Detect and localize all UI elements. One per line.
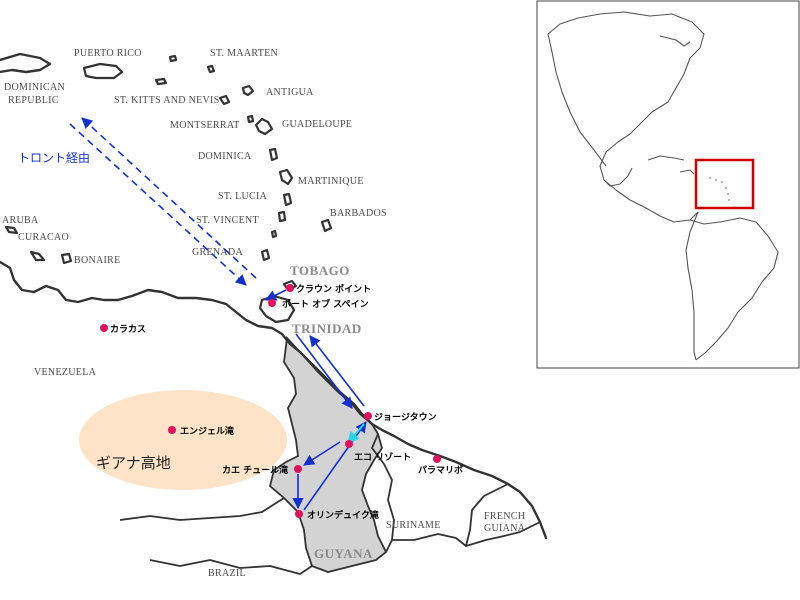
label-paramaribo: パラマリボ (418, 464, 463, 476)
small-isle-2 (168, 54, 178, 63)
inset-map-frame (536, 0, 800, 369)
toronto-route-line-2 (81, 117, 257, 279)
label-aruba: ARUBA (2, 215, 39, 226)
eco-resort-marker (345, 440, 353, 448)
border-guyana-suriname (371, 433, 395, 553)
label-puerto-rico: PUERTO RICO (74, 48, 142, 59)
angel-falls-marker (168, 426, 176, 434)
border-suriname-french-guiana (465, 483, 509, 547)
label-st-maarten: ST. MAARTEN (210, 48, 278, 59)
americas-outline (547, 11, 779, 361)
label-curacao: CURACAO (18, 232, 69, 243)
label-toronto-route: トロント経由 (18, 151, 90, 165)
border-lower-brazil (149, 559, 313, 575)
route-eco-to-kaieteur (303, 441, 341, 466)
martinique-island (278, 168, 294, 186)
toronto-route-line-1 (69, 123, 247, 286)
label-port-of-spain: ポート オブ スペイン (282, 298, 369, 310)
antigua-island (241, 84, 255, 97)
label-georgetown: ジョージタウン (374, 411, 437, 423)
label-guadeloupe: GUADELOUPE (282, 119, 352, 130)
puerto-rico-island (82, 62, 124, 80)
aruba-island (4, 225, 19, 235)
label-tobago: TOBAGO (290, 263, 350, 278)
montserrat-island (246, 114, 255, 124)
label-french-guiana-1: FRENCH (484, 511, 525, 522)
label-suriname: SURINAME (386, 520, 441, 531)
route-georgetown-to-pos (309, 335, 365, 407)
port-of-spain-marker (268, 299, 276, 307)
bonaire-island (60, 252, 73, 265)
route-tobago-to-pos (264, 289, 287, 301)
grenada-island (260, 248, 271, 262)
caracas-marker (100, 324, 108, 332)
label-caracas: カラカス (110, 324, 146, 335)
route-pos-to-georgetown (295, 333, 353, 409)
st-maarten-island (206, 64, 216, 74)
curacao-island (29, 250, 46, 262)
label-crown-point: クラウン ポイント (296, 283, 371, 295)
georgetown-marker (364, 412, 372, 420)
label-orinduik-falls: オリンデュイク滝 (307, 509, 379, 521)
border-suriname-brazil (392, 521, 541, 547)
label-eco-resort: エコ リゾート (354, 451, 411, 463)
label-st-kitts: ST. KITTS AND NEVIS (114, 95, 220, 106)
st-lucia-island (282, 192, 293, 207)
orinduik-falls-marker (295, 510, 303, 518)
crown-point-marker (286, 284, 294, 292)
label-montserrat: MONTSERRAT (170, 120, 240, 131)
grenadines-isle (270, 229, 278, 239)
dominica-island (268, 147, 279, 162)
label-angel-falls: エンジェル滝 (180, 425, 234, 437)
st-kitts-island (218, 94, 231, 106)
small-isle-1 (154, 77, 168, 86)
inset-locator-box (694, 158, 755, 210)
south-america-coast (0, 260, 548, 540)
label-grenada: GRENADA (192, 247, 243, 258)
label-guiana-highlands: ギアナ高地 (96, 454, 171, 472)
border-venezuela-brazil (119, 497, 285, 521)
label-st-vincent: ST. VINCENT (196, 215, 259, 226)
label-antigua: ANTIGUA (266, 87, 314, 98)
paramaribo-marker (433, 455, 441, 463)
label-barbados: BARBADOS (330, 208, 387, 219)
label-martinique: MARTINIQUE (298, 176, 364, 187)
label-french-guiana-2: GUIANA (484, 523, 526, 534)
label-st-lucia: ST. LUCIA (218, 191, 268, 202)
route-georgetown-to-eco (347, 423, 365, 444)
hispaniola-coast (0, 52, 52, 74)
guadeloupe-island (254, 117, 274, 136)
inset-islands (709, 177, 730, 201)
label-guyana: GUYANA (314, 546, 373, 561)
kaieteur-falls-marker (294, 465, 302, 473)
label-bonaire: BONAIRE (74, 255, 121, 266)
label-dominican-1: DOMINICAN (4, 82, 65, 93)
label-brazil: BRAZIL (208, 568, 246, 579)
label-venezuela: VENEZUELA (34, 367, 97, 378)
label-dominica: DOMINICA (198, 151, 252, 162)
label-trinidad: TRINIDAD (292, 321, 362, 336)
st-vincent-island (277, 210, 287, 223)
label-kaieteur-falls: カエ チュール滝 (222, 464, 288, 476)
label-dominican-2: REPUBLIC (8, 95, 59, 106)
guiana-highlands-area (79, 390, 287, 490)
barbados-island (320, 218, 333, 233)
